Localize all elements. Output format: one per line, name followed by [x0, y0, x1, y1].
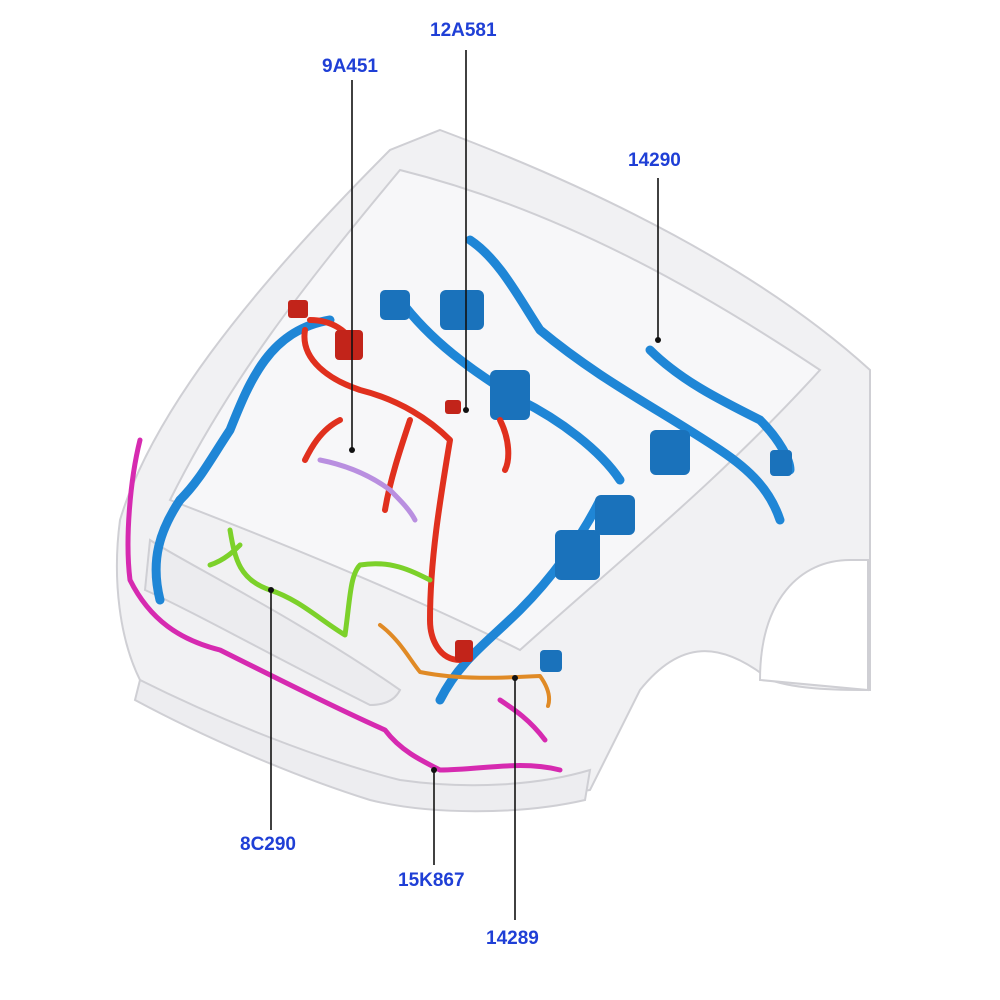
leader-dot [431, 767, 437, 773]
wheel-arch [758, 559, 869, 692]
harness-9A451-connectors [288, 300, 473, 662]
callout-14290: 14290 [628, 150, 681, 171]
harness-14290-trunk [465, 235, 785, 525]
connector [595, 495, 635, 535]
harness-orange [378, 623, 551, 708]
callout-15K867: 15K867 [398, 870, 465, 891]
leader-dot [268, 587, 274, 593]
leader-lines [268, 50, 661, 920]
harness-8C290-main [227, 527, 433, 638]
callout-9A451: 9A451 [322, 56, 378, 77]
harness-15K867 [125, 437, 563, 773]
connector [455, 640, 473, 662]
harness-14290-branch-left [175, 315, 335, 505]
harness-9A451-branch-3 [382, 417, 413, 513]
leader-dot [463, 407, 469, 413]
connector [335, 330, 363, 360]
harness-15K867-branch [497, 697, 548, 743]
harness-lavender [317, 457, 418, 523]
connector [540, 650, 562, 672]
harness-9A451-branch-2 [302, 417, 343, 463]
connector [445, 400, 461, 414]
callout-8C290: 8C290 [240, 834, 296, 855]
leader-dot [655, 337, 661, 343]
leader-dot [349, 447, 355, 453]
leader-dot [512, 675, 518, 681]
connector [770, 450, 792, 476]
callout-14289: 14289 [486, 928, 539, 949]
harness-15K867-main [125, 437, 563, 773]
harness-9A451-loop [301, 327, 463, 663]
connector [380, 290, 410, 320]
harness-9A451-branch-4 [497, 417, 512, 473]
vehicle-body [115, 128, 871, 813]
connector [440, 290, 484, 330]
connector [650, 430, 690, 475]
harness-14290-connectors [380, 290, 792, 672]
harness-14290-branch-front [151, 495, 185, 605]
connector [555, 530, 600, 580]
connector [490, 370, 530, 420]
connector [288, 300, 308, 318]
grille [143, 538, 402, 707]
harness-8C290 [207, 527, 433, 638]
harness-8C290-branch [207, 542, 243, 568]
callout-12A581: 12A581 [430, 20, 497, 41]
